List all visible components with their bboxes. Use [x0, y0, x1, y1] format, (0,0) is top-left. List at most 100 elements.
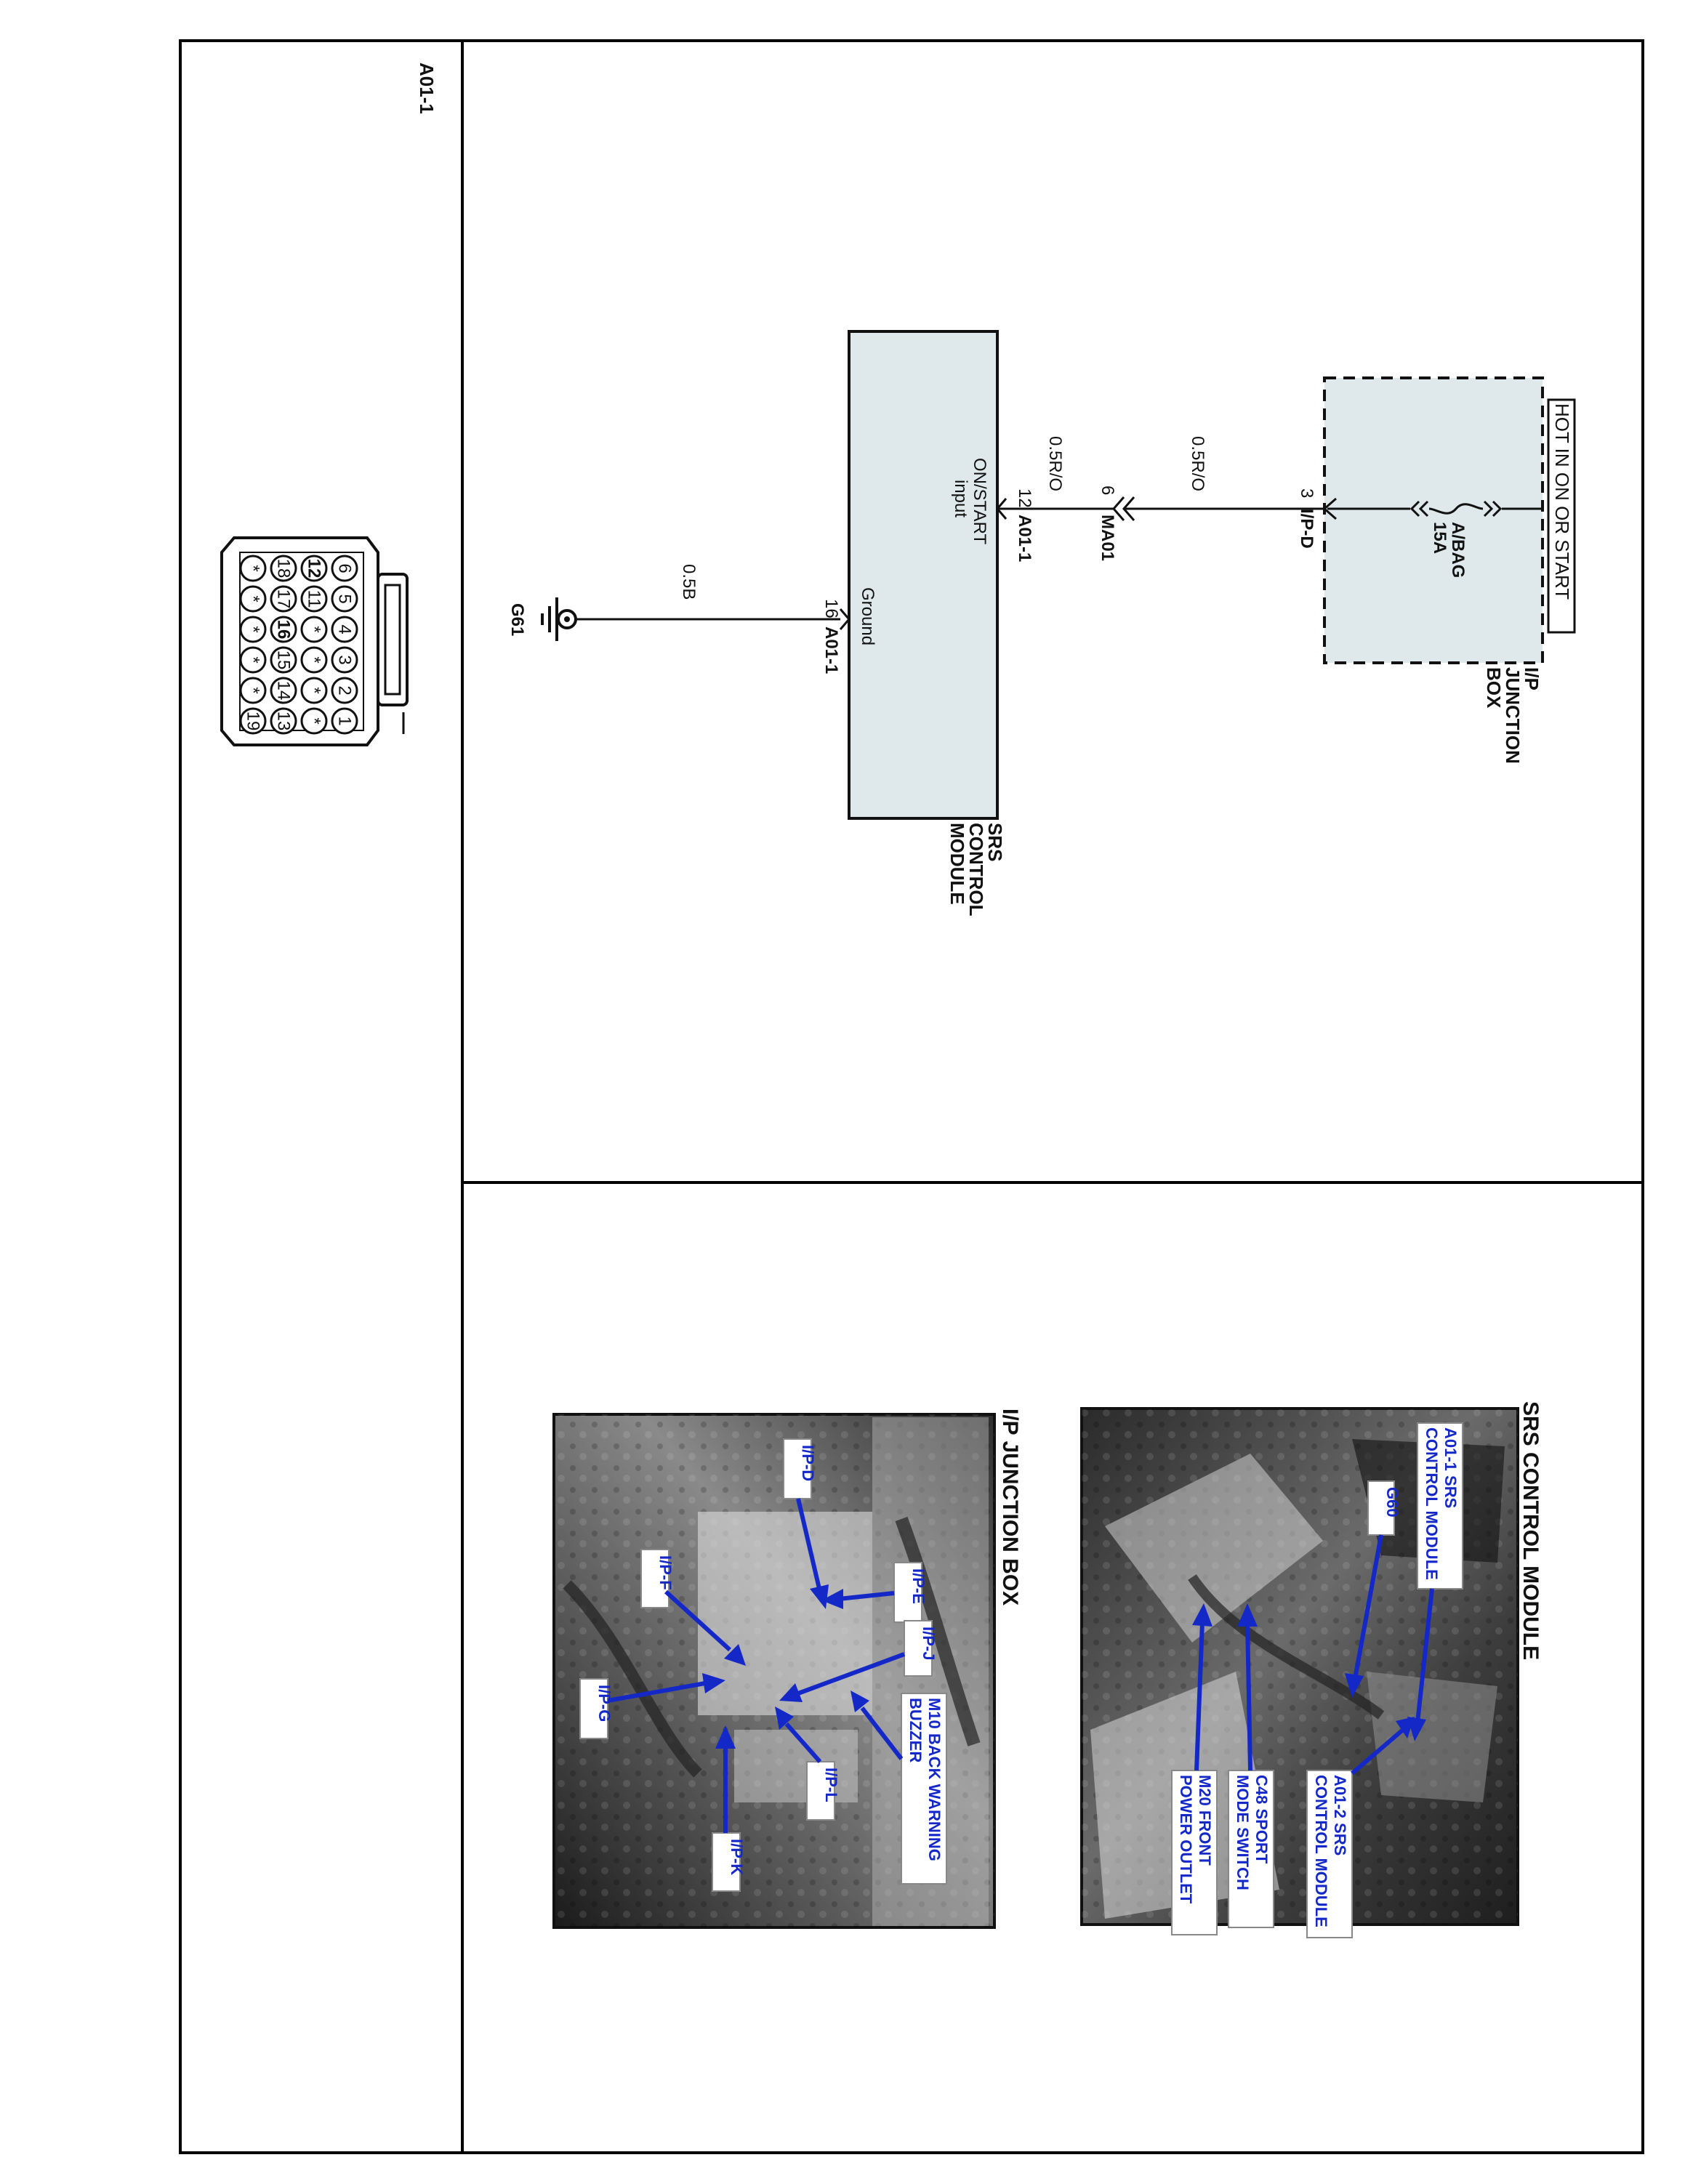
wire-1-spec: 0.5R/O	[1188, 436, 1207, 491]
wire-2-spec: 0.5R/O	[1045, 436, 1065, 491]
srs-pin-12-terminal	[996, 498, 1008, 520]
connector-pin-label: 16	[274, 620, 294, 640]
junction-box-connector: I/P-D	[1297, 509, 1316, 549]
callout-m10-back-warning: M10 BACK WARNING BUZZER	[850, 1691, 947, 1885]
srs-pin-16-terminal	[839, 608, 850, 630]
connector-pin	[300, 707, 328, 735]
power-label: HOT IN ON OR START	[1551, 403, 1573, 600]
callout-ip-g: I/P-G	[579, 1673, 725, 1739]
srs-control-module	[848, 330, 999, 820]
ground-symbol	[541, 597, 577, 641]
callout-ip-k-text: I/P-K	[728, 1839, 746, 1875]
connector-pin-label: 6	[335, 563, 355, 573]
connector-pin-label: 5	[335, 594, 355, 603]
connector-pin-label: *	[305, 687, 324, 693]
callout-ip-f-text: I/P-F	[656, 1555, 675, 1590]
callout-ip-j-text: I/P-J	[920, 1627, 938, 1660]
srs-pin-16-signal: Ground	[858, 587, 877, 645]
connector-pin	[239, 677, 267, 704]
srs-pin-12-connector: A01-1	[1015, 515, 1034, 562]
callout-ip-j: I/P-J	[779, 1620, 938, 1702]
connector-pin	[270, 585, 297, 613]
callout-a01-2-srs: A01-2 SRS CONTROL MODULE	[1306, 1717, 1415, 1938]
connector-pin	[300, 555, 328, 582]
callout-ip-e: I/P-E	[821, 1562, 928, 1623]
connector-pin	[300, 616, 328, 643]
srs-pin-12-signal-1: ON/START	[970, 458, 989, 544]
connector-pin	[331, 707, 358, 735]
callout-ip-e-text: I/P-E	[909, 1568, 928, 1604]
connector-pin	[331, 555, 358, 582]
srs-pin-16-number: 16	[821, 599, 841, 618]
connector-pin-label: 3	[335, 655, 355, 664]
connector-pin-label: 18	[274, 559, 294, 579]
srs-module-label-2: CONTROL	[965, 823, 987, 916]
connector-pin-label: 17	[274, 589, 294, 609]
connector-pin	[300, 677, 328, 704]
ground-point-name: G61	[507, 603, 527, 636]
connector-panel-title: A01-1	[416, 63, 438, 114]
connector-pin	[331, 677, 358, 704]
callout-ip-d: I/P-D	[783, 1438, 829, 1609]
srs-module-label-1: SRS	[984, 823, 1006, 861]
junction-box	[1323, 376, 1544, 664]
page-frame	[179, 39, 1644, 2154]
connector-pin-label: 11	[305, 590, 324, 608]
connector-pin	[239, 616, 267, 643]
callout-a01-1-line-1: A01-1 SRS	[1441, 1427, 1460, 1508]
callout-g60: G60	[1345, 1480, 1402, 1698]
connector-pin-label: *	[244, 565, 263, 571]
callout-a01-1-srs: A01-1 SRS CONTROL MODULE	[1407, 1422, 1463, 1741]
callout-ip-l-text: I/P-L	[822, 1768, 840, 1802]
callout-m20-line-1: M20 FRONT	[1196, 1775, 1214, 1866]
callout-g60-text: G60	[1383, 1487, 1402, 1518]
fuse-rating: 15A	[1430, 522, 1449, 554]
junction-box-label-1: I/P	[1521, 667, 1543, 690]
connector-pin	[270, 555, 297, 582]
connector-pin	[239, 646, 267, 674]
connector-pin-label: 1	[335, 716, 355, 725]
connector-pin	[270, 677, 297, 704]
srs-pin-12-signal-2: input	[951, 480, 970, 517]
connector-pin-label: 19	[244, 712, 263, 731]
callout-ip-d-text: I/P-D	[799, 1445, 817, 1481]
connector-pin	[331, 585, 358, 613]
connector-pin-label: *	[244, 595, 263, 602]
callout-c48-sport: C48 SPORT MODE SWITCH	[1228, 1603, 1274, 1928]
junction-box-label-2: JUNCTION	[1502, 667, 1524, 764]
connector-pin	[331, 646, 358, 674]
callout-a01-2-line-1: A01-2 SRS	[1331, 1775, 1349, 1855]
callout-ip-g-text: I/P-G	[595, 1685, 614, 1722]
callout-ip-k: I/P-K	[712, 1725, 746, 1892]
connector-pin	[300, 646, 328, 674]
connector-pin-label: *	[244, 626, 263, 632]
connector-pin	[270, 707, 297, 735]
srs-module-label-3: MODULE	[946, 823, 968, 905]
callout-m10-line-1: M10 BACK WARNING	[925, 1698, 944, 1861]
connector-pin	[239, 555, 267, 582]
srs-pin-16-connector: A01-1	[821, 626, 841, 674]
connector-pin-label: *	[305, 717, 324, 724]
connector-pin-label: *	[244, 687, 263, 693]
callout-ip-f: I/P-F	[640, 1549, 746, 1666]
connector-pin-label: 4	[335, 624, 355, 634]
callout-m20-line-2: POWER OUTLET	[1177, 1775, 1195, 1904]
connector-pin-label: *	[244, 656, 263, 663]
callout-a01-1-line-2: CONTROL MODULE	[1423, 1427, 1441, 1580]
callout-m20-front: M20 FRONT POWER OUTLET	[1171, 1603, 1218, 1935]
connector-pin	[300, 585, 328, 613]
ground-wire-spec: 0.5B	[679, 564, 699, 600]
inline-connector-name: MA01	[1098, 515, 1117, 561]
connector-pin-label: 14	[274, 681, 294, 701]
photo-srs-title: SRS CONTROL MODULE	[1519, 1401, 1543, 1660]
callout-c48-line-1: C48 SPORT	[1252, 1775, 1271, 1864]
connector-pin	[270, 616, 297, 643]
connector-pin-label: *	[305, 656, 324, 663]
fuse-name: A/BAG	[1448, 522, 1468, 578]
connector-pin	[270, 646, 297, 674]
connector-pin-label: 15	[274, 650, 294, 670]
junction-box-label-3: BOX	[1483, 667, 1505, 709]
